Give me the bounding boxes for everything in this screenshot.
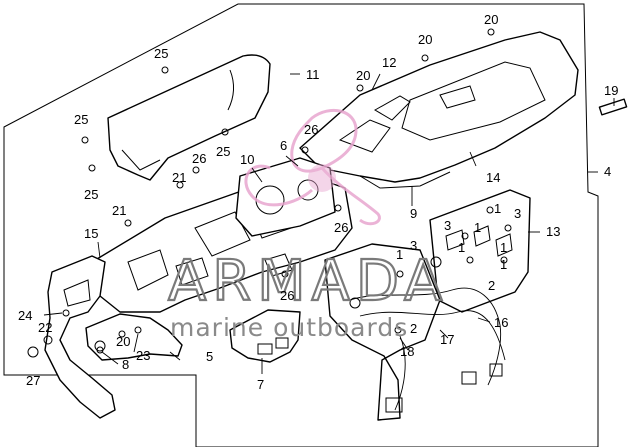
callout-labels: 20 20 12 20 25 11 19 25 26 6 25 10 26 4 … (18, 12, 618, 392)
part-socket-bracket (429, 189, 531, 313)
callout-1: 1 (494, 201, 501, 216)
callout-20: 20 (116, 334, 130, 349)
callout-15: 15 (84, 226, 98, 241)
callout-4: 4 (604, 164, 611, 179)
callout-3: 3 (514, 206, 521, 221)
callout-1: 1 (458, 240, 465, 255)
callout-16: 16 (494, 315, 508, 330)
callout-20: 20 (356, 68, 370, 83)
callout-1: 1 (474, 220, 481, 235)
part-wire-panel (324, 243, 441, 421)
callout-1: 1 (500, 257, 507, 272)
callout-18: 18 (400, 344, 414, 359)
part-switch-housing (229, 309, 301, 363)
watermark-tagline: marine outboards (170, 313, 408, 342)
callout-9: 9 (410, 206, 417, 221)
part-wire-harness (349, 287, 502, 386)
part-visor-cover (107, 54, 271, 181)
part-pin (598, 98, 628, 116)
callout-27: 27 (26, 373, 40, 388)
callout-24: 24 (18, 308, 32, 323)
fastener-group (27, 28, 512, 358)
callout-14: 14 (486, 170, 500, 185)
callout-21: 21 (112, 203, 126, 218)
callout-11: 11 (306, 67, 320, 82)
callout-1: 1 (396, 247, 403, 262)
callout-26: 26 (280, 288, 294, 303)
callout-25: 25 (216, 144, 230, 159)
callout-26: 26 (304, 122, 318, 137)
part-meter-cluster (235, 157, 336, 237)
callout-25: 25 (74, 112, 88, 127)
callout-8: 8 (122, 357, 129, 372)
callout-3: 3 (410, 238, 417, 253)
callout-20: 20 (484, 12, 498, 27)
callout-23: 23 (136, 348, 150, 363)
part-lower-mount (85, 313, 183, 361)
callout-22: 22 (38, 320, 52, 335)
callout-17: 17 (440, 332, 454, 347)
callout-26: 26 (334, 220, 348, 235)
callout-26: 26 (192, 151, 206, 166)
callout-1: 1 (500, 240, 507, 255)
callout-2: 2 (488, 278, 495, 293)
callout-5: 5 (206, 349, 213, 364)
callout-13: 13 (546, 224, 560, 239)
part-left-bracket (44, 255, 116, 419)
brand-logo (244, 108, 381, 226)
assembly-boundary (3, 3, 599, 447)
leader-lines (43, 73, 615, 374)
callout-12: 12 (382, 55, 396, 70)
callout-25: 25 (154, 46, 168, 61)
callout-21: 21 (172, 170, 186, 185)
callout-7: 7 (257, 377, 264, 392)
callout-10: 10 (240, 152, 254, 167)
watermark-brand: ARMADA (168, 249, 448, 314)
callout-2: 2 (410, 321, 417, 336)
callout-6: 6 (280, 138, 287, 153)
callout-3: 3 (444, 218, 451, 233)
callout-20: 20 (418, 32, 432, 47)
callout-25: 25 (84, 187, 98, 202)
part-meter-housing (299, 31, 579, 183)
callout-19: 19 (604, 83, 618, 98)
